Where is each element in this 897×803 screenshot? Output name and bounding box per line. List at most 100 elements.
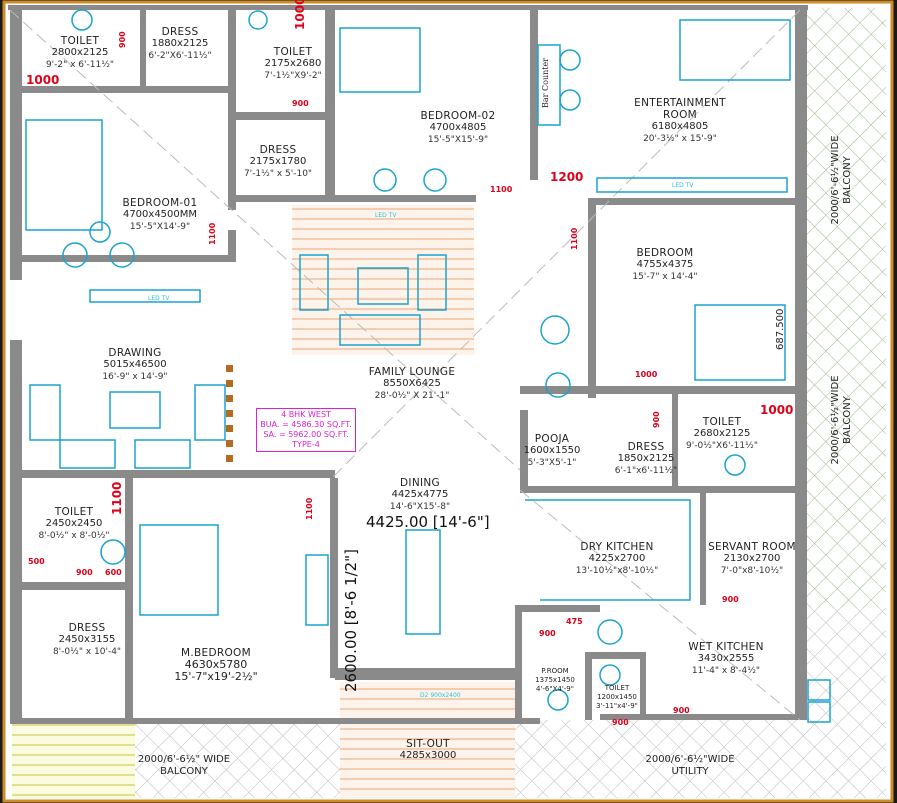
room-name: BEDROOM-02 bbox=[420, 110, 496, 122]
room-size: 5015x46500 bbox=[103, 359, 167, 370]
walls bbox=[8, 5, 808, 724]
room-name: TOILET bbox=[604, 684, 630, 692]
room-imperial: 5'-3"X5'-1" bbox=[527, 458, 577, 468]
dim-1200: 1200 bbox=[550, 170, 584, 184]
dim-900: 900 bbox=[118, 31, 127, 48]
room-size: 3430x2555 bbox=[697, 653, 755, 664]
led-tv-label: LED TV bbox=[672, 182, 694, 189]
room-size: 4630x5780 bbox=[184, 658, 248, 671]
bed-master bbox=[139, 524, 219, 616]
led-tv-label: LED TV bbox=[148, 295, 170, 302]
room-name: SIT-OUT bbox=[406, 738, 450, 750]
bed-bedroom-01 bbox=[25, 119, 103, 231]
room-size: 1600x1550 bbox=[523, 445, 581, 456]
room-imperial: 16'-9" x 14'-9" bbox=[102, 372, 168, 382]
room-imperial: 8'-0½" x 10'-4" bbox=[52, 647, 122, 657]
room-imperial: 7'-1½"X9'-2" bbox=[264, 71, 322, 81]
dim-600: 600 bbox=[105, 568, 122, 577]
info-bua: BUA. = 4586.30 SQ.FT. bbox=[260, 420, 352, 429]
bottom-balcony-hatch bbox=[135, 722, 340, 798]
utility-hatch bbox=[515, 720, 886, 798]
dining-table bbox=[405, 529, 441, 635]
room-name: TOILET bbox=[54, 506, 94, 518]
dim-900: 900 bbox=[652, 411, 661, 428]
info-sa: SA. = 5962.00 SQ.FT. bbox=[263, 430, 349, 439]
room-size: 2450x2450 bbox=[45, 518, 103, 529]
room-imperial: 28'-0½" X 21'-1" bbox=[374, 391, 450, 401]
balcony-right-bottom-label: 2000/6'-6½"WIDE BALCONY bbox=[830, 375, 853, 465]
lounge-table bbox=[357, 267, 409, 305]
room-name: FAMILY LOUNGE bbox=[368, 366, 456, 378]
area-info-box: 4 BHK WEST BUA. = 4586.30 SQ.FT. SA. = 5… bbox=[256, 408, 356, 452]
dim-687-500: 687.500 bbox=[775, 308, 786, 350]
bed-bedroom bbox=[694, 304, 786, 381]
room-imperial: 13'-10½"x8'-10½" bbox=[575, 566, 659, 576]
room-size: 2175x2680 bbox=[264, 58, 322, 69]
room-name: DINING bbox=[400, 477, 440, 489]
room-name: TOILET bbox=[702, 416, 742, 428]
room-size: 1200x1450 bbox=[597, 693, 637, 701]
info-type: 4 BHK WEST bbox=[281, 410, 331, 419]
dim-1100: 1100 bbox=[305, 497, 314, 520]
room-size: 4755x4375 bbox=[636, 259, 694, 270]
room-imperial: 15'-5"X14'-9" bbox=[129, 222, 191, 232]
room-size: 2450x3155 bbox=[58, 634, 116, 645]
room-imperial: 15'-7" x 14'-4" bbox=[632, 272, 698, 282]
room-imperial: 15'-7"x19'-2½" bbox=[174, 670, 258, 683]
room-size: 1375x1450 bbox=[535, 676, 575, 684]
room-size: 2175x1780 bbox=[249, 156, 307, 167]
room-name: DRESS bbox=[161, 26, 199, 38]
dim-1100: 1100 bbox=[110, 481, 124, 515]
room-name: M.BEDROOM bbox=[181, 647, 251, 659]
room-size: 4425x4775 bbox=[391, 489, 449, 500]
room-size: 2680x2125 bbox=[693, 428, 751, 439]
room-name: ENTERTAINMENT ROOM bbox=[634, 97, 726, 121]
dim-900: 900 bbox=[612, 718, 629, 727]
balcony-bottom-label: 2000/6'-6½" WIDE BALCONY bbox=[137, 754, 231, 777]
right-balcony-hatch bbox=[806, 8, 886, 608]
dim-475: 475 bbox=[566, 617, 583, 626]
room-size: 4225x2700 bbox=[588, 553, 646, 564]
room-name: P.ROOM bbox=[541, 667, 569, 675]
room-imperial: 7'-1½" x 5'-10" bbox=[243, 169, 313, 179]
room-size: 1850x2125 bbox=[617, 453, 675, 464]
bed-bedroom-02 bbox=[339, 27, 421, 93]
door-code-label: D2 900x2400 bbox=[420, 692, 461, 699]
dim-1100: 1100 bbox=[208, 222, 217, 245]
room-imperial: 8'-0½" x 8'-0½" bbox=[38, 531, 110, 541]
room-size: 2800x2125 bbox=[51, 47, 109, 58]
balcony-right-top-label: 2000/6'-6½"WIDE BALCONY bbox=[830, 135, 853, 225]
room-name: BEDROOM-01 bbox=[122, 197, 198, 209]
utility-label: 2000/6'-6½"WIDE UTILITY bbox=[645, 754, 735, 777]
room-size: 2130x2700 bbox=[723, 553, 781, 564]
info-type-number: TYPE-4 bbox=[292, 440, 320, 449]
room-imperial: 3'-11"x4'-9" bbox=[596, 702, 638, 710]
room-size: 8550X6425 bbox=[383, 378, 441, 389]
room-name: TOILET bbox=[60, 35, 100, 47]
room-name: WET KITCHEN bbox=[688, 641, 764, 653]
room-name: SERVANT ROOM bbox=[708, 541, 796, 553]
room-size: 6180x4805 bbox=[651, 121, 709, 132]
bar-counter bbox=[537, 44, 561, 126]
dim-1100: 1100 bbox=[570, 227, 579, 250]
sit-out-deck bbox=[340, 682, 515, 798]
bar-counter-label: Bar Counter bbox=[541, 57, 550, 108]
dining-width-dimension: 4425.00 [14'-6"] bbox=[366, 513, 490, 531]
room-size: 4700x4500MM bbox=[122, 209, 198, 220]
